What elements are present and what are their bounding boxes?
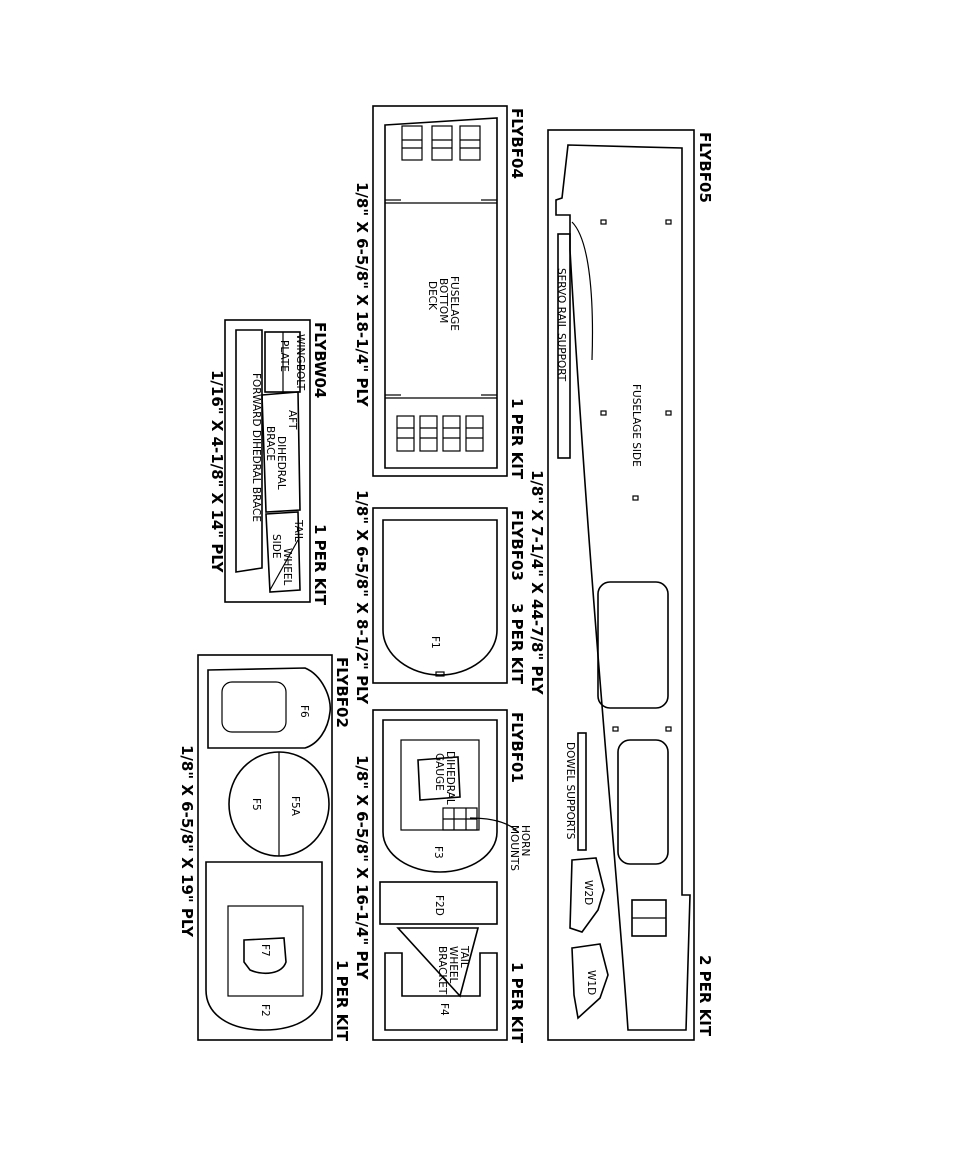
f7-label: F7 xyxy=(259,944,271,957)
sheet-flybf04-outline xyxy=(372,105,508,477)
sheet-flybw04-material: 1/16" X 4-1/8" X 14" PLY xyxy=(208,370,226,574)
f7-part xyxy=(243,937,287,975)
f2d-label: F2D xyxy=(433,895,445,916)
aft-dihedral-brace-label-2: DIHEDRAL xyxy=(275,436,287,490)
tail-wheel-side xyxy=(265,511,301,593)
deck-label-1: FUSELAGE xyxy=(448,276,460,331)
w1d-part xyxy=(571,943,609,1020)
fuselage-side-slots xyxy=(600,219,672,732)
sheet-flybf05-material: 1/8" X 7-1/4" X 44-7/8" PLY xyxy=(528,470,546,696)
horn-mounts-label-1: HORN xyxy=(519,825,531,856)
horn-mounts-leader xyxy=(469,817,519,833)
dowel-supports-label: DOWEL SUPPORTS xyxy=(564,742,576,840)
sheet-flybf04-code: FLYBF04 xyxy=(508,108,526,179)
sheet-flybf01-qty: 1 PER KIT xyxy=(508,962,526,1044)
servo-rail-support xyxy=(557,233,571,459)
f6-cutout xyxy=(221,681,287,733)
sheet-flybf04: FLYBF04 1 PER KIT 1/8" X 6-5/8" X 18-1/4… xyxy=(353,105,526,480)
sheet-flybf01-code: FLYBF01 xyxy=(508,712,526,783)
sheet-flybf02-code: FLYBF02 xyxy=(333,657,351,728)
dihedral-gauge-label-2: GAUGE xyxy=(433,753,445,791)
deck-label-3: DECK xyxy=(426,281,438,311)
forward-dihedral-brace xyxy=(235,329,263,573)
fuselage-side-window-front xyxy=(597,581,669,709)
sheet-flybf02: FLYBF02 1 PER KIT 1/8" X 6-5/8" X 19" PL… xyxy=(178,654,351,1042)
sheet-flybf01: FLYBF01 1 PER KIT 1/8" X 6-5/8" X 16-1/4… xyxy=(353,709,531,1044)
fuselage-side-curve xyxy=(571,221,594,361)
sheet-flybf04-material: 1/8" X 6-5/8" X 18-1/4" PLY xyxy=(353,182,371,408)
forward-dihedral-brace-label: FORWARD DIHEDRAL BRACE xyxy=(250,373,262,522)
sheet-flybf03: FLYBF03 3 PER KIT 1/8" X 6-5/8" X 8-1/2"… xyxy=(353,490,526,705)
f6-former xyxy=(207,667,331,749)
dowel-supports xyxy=(577,732,587,851)
sheet-flybw04-qty: 1 PER KIT xyxy=(311,524,329,606)
f2-former xyxy=(205,861,323,1031)
f5-label: F5 xyxy=(250,798,262,811)
w1d-label: W1D xyxy=(585,970,597,995)
tail-wheel-bracket-label-3: BRACKET xyxy=(436,946,448,995)
deck-tabs xyxy=(385,199,497,396)
sheet-flybw04: FLYBW04 1 PER KIT 1/16" X 4-1/8" X 14" P… xyxy=(208,319,329,606)
horn-mounts xyxy=(442,807,478,831)
wing-bolt-plate-label-2: BOLT xyxy=(294,364,306,391)
sheet-flybf02-qty: 1 PER KIT xyxy=(333,960,351,1042)
sheet-flybf01-outline xyxy=(372,709,508,1041)
fuselage-side-window-rear xyxy=(617,739,669,865)
f1-label: F1 xyxy=(429,636,441,649)
w2d-part xyxy=(569,857,605,933)
sheet-flybf03-code: FLYBF03 xyxy=(508,510,526,581)
aft-dihedral-brace xyxy=(261,391,301,513)
fuselage-side-outline xyxy=(555,144,691,1031)
f1-former xyxy=(382,519,498,676)
f5a-label: F5A xyxy=(289,796,301,817)
sheet-flybf03-outline xyxy=(372,507,508,684)
horn-mounts-label-2: MOUNTS xyxy=(508,825,520,871)
sheet-flybw04-outline xyxy=(224,319,311,603)
sheet-flybf01-material: 1/8" X 6-5/8" X 16-1/4" PLY xyxy=(353,755,371,981)
f2d-part xyxy=(379,881,498,925)
fuselage-side-label: FUSELAGE SIDE xyxy=(630,384,642,467)
deck-front-slots xyxy=(401,125,481,161)
f2-cutout xyxy=(227,905,304,997)
aft-dihedral-brace-label-3: BRACE xyxy=(264,426,276,461)
tail-wheel-bracket-label-1: TAIL xyxy=(458,945,470,968)
sheet-flybf05: FLYBF05 2 PER KIT 1/8" X 7-1/4" X 44-7/8… xyxy=(528,129,714,1041)
dihedral-gauge xyxy=(417,756,461,801)
sheet-flybf05-qty: 2 PER KIT xyxy=(696,955,714,1037)
wing-bolt-plate-label-3: PLATE xyxy=(278,340,290,372)
f6-label: F6 xyxy=(298,705,310,718)
f2-label: F2 xyxy=(259,1004,271,1017)
wing-bolt-plate-label-1: WING xyxy=(294,334,306,363)
f4-label: F4 xyxy=(438,1003,450,1016)
sheet-flybf02-material: 1/8" X 6-5/8" X 19" PLY xyxy=(178,745,196,938)
f3-cutout xyxy=(400,739,480,831)
sheet-flybf03-qty: 3 PER KIT xyxy=(508,603,526,685)
f3-label: F3 xyxy=(432,846,444,859)
w2d-label: W2D xyxy=(582,880,594,905)
tail-wheel-bracket-label-2: WHEEL xyxy=(447,946,459,984)
deck-rear-slots xyxy=(396,415,484,452)
sheet-flybf02-outline xyxy=(197,654,333,1041)
sheet-flybw04-code: FLYBW04 xyxy=(311,322,329,398)
f3-former xyxy=(382,719,498,873)
tail-wheel-side-label-3: SIDE xyxy=(270,534,282,558)
servo-rail-support-label: SERVO RAIL SUPPORT xyxy=(555,268,567,382)
f4-former xyxy=(384,952,498,1031)
fuselage-bottom-deck xyxy=(384,117,498,469)
sheet-flybf04-qty: 1 PER KIT xyxy=(508,398,526,480)
tail-wheel-side-label-1: TAIL xyxy=(292,519,304,542)
tail-wheel-side-label-2: WHEEL xyxy=(281,548,293,586)
sheet-flybf05-code: FLYBF05 xyxy=(696,132,714,203)
aft-dihedral-brace-label-1: AFT xyxy=(286,410,298,430)
deck-label-2: BOTTOM xyxy=(437,278,449,323)
dihedral-gauge-label-1: DIHEDRAL xyxy=(444,751,456,805)
sheet-flybf03-material: 1/8" X 6-5/8" X 8-1/2" PLY xyxy=(353,490,371,705)
sheet-flybf05-outline xyxy=(547,129,695,1041)
tail-wheel-bracket xyxy=(396,927,480,998)
